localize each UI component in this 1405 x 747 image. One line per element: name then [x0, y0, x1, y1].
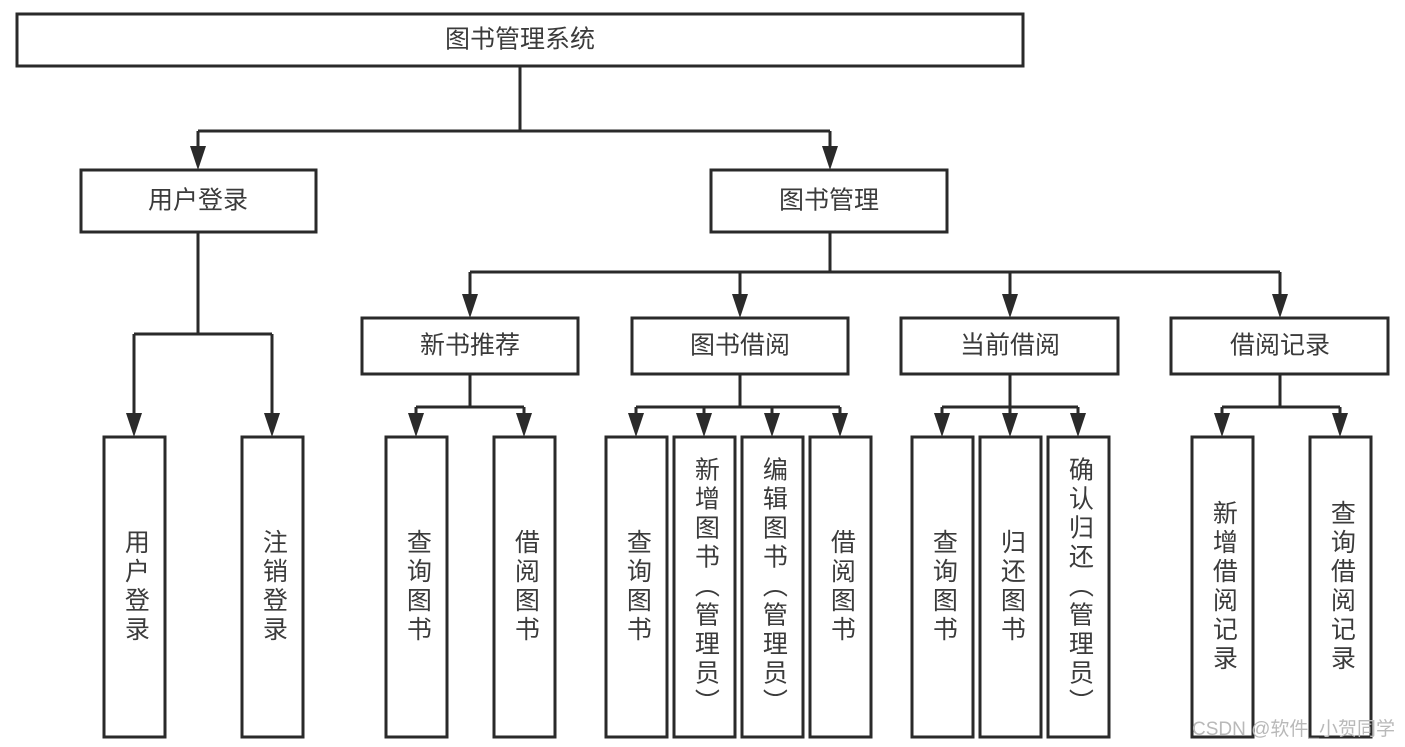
- node-leaf-confirm-return-box[interactable]: [1046, 435, 1111, 739]
- node-root[interactable]: 图书管理系统: [15, 12, 1025, 68]
- node-borrow-record-box[interactable]: [1169, 316, 1390, 376]
- node-user-login-box[interactable]: [79, 168, 318, 234]
- node-leaf-add-book-label: 新增图书（管理员）: [691, 457, 720, 718]
- node-leaf-query-book-3-label: 查询图书: [929, 529, 958, 645]
- node-book-manage-box[interactable]: [709, 168, 949, 234]
- arrow-head-icon: [696, 413, 712, 437]
- node-new-book-recommend[interactable]: 新书推荐: [360, 316, 580, 376]
- arrow-head-icon: [732, 294, 748, 318]
- node-leaf-add-book[interactable]: 新增图书（管理员）: [672, 435, 737, 739]
- node-leaf-add-record-label: 新增借阅记录: [1209, 500, 1238, 674]
- node-leaf-borrow-book-1-label: 借阅图书: [511, 529, 540, 645]
- node-leaf-add-record[interactable]: 新增借阅记录: [1190, 435, 1255, 739]
- arrow-head-icon: [832, 413, 848, 437]
- arrow-head-icon: [190, 146, 206, 170]
- node-book-borrow[interactable]: 图书借阅: [630, 316, 850, 376]
- node-leaf-edit-book[interactable]: 编辑图书（管理员）: [740, 435, 805, 739]
- node-book-manage-label: 图书管理: [779, 187, 879, 215]
- node-leaf-query-book-2-label: 查询图书: [623, 529, 652, 645]
- arrow-head-icon: [934, 413, 950, 437]
- node-leaf-logout[interactable]: 注销登录: [240, 435, 305, 739]
- arrow-head-icon: [1070, 413, 1086, 437]
- node-leaf-user-login-box[interactable]: [102, 435, 167, 739]
- arrow-head-icon: [462, 294, 478, 318]
- arrow-head-icon: [126, 413, 142, 437]
- node-leaf-add-book-box[interactable]: [672, 435, 737, 739]
- arrow-head-icon: [1272, 294, 1288, 318]
- node-leaf-borrow-book-2-label: 借阅图书: [827, 529, 856, 645]
- node-leaf-add-record-box[interactable]: [1190, 435, 1255, 739]
- node-leaf-borrow-book-2-box[interactable]: [808, 435, 873, 739]
- node-leaf-return-book-label: 归还图书: [997, 529, 1026, 645]
- arrow-head-icon: [1332, 413, 1348, 437]
- node-leaf-user-login[interactable]: 用户登录: [102, 435, 167, 739]
- node-leaf-borrow-book-1[interactable]: 借阅图书: [492, 435, 557, 739]
- arrow-head-icon: [1002, 294, 1018, 318]
- node-book-borrow-box[interactable]: [630, 316, 850, 376]
- arrow-head-icon: [408, 413, 424, 437]
- node-leaf-query-record-box[interactable]: [1308, 435, 1373, 739]
- node-leaf-borrow-book-1-box[interactable]: [492, 435, 557, 739]
- node-book-borrow-label: 图书借阅: [690, 332, 790, 360]
- node-user-login[interactable]: 用户登录: [79, 168, 318, 234]
- node-leaf-edit-book-label: 编辑图书（管理员）: [759, 457, 788, 718]
- arrow-head-icon: [516, 413, 532, 437]
- node-book-manage[interactable]: 图书管理: [709, 168, 949, 234]
- node-current-borrow[interactable]: 当前借阅: [899, 316, 1120, 376]
- node-leaf-query-book-1-box[interactable]: [384, 435, 449, 739]
- node-leaf-confirm-return[interactable]: 确认归还（管理员）: [1046, 435, 1111, 739]
- node-user-login-label: 用户登录: [148, 187, 248, 215]
- node-leaf-logout-box[interactable]: [240, 435, 305, 739]
- node-leaf-return-book[interactable]: 归还图书: [978, 435, 1043, 739]
- arrow-head-icon: [1214, 413, 1230, 437]
- node-leaf-query-book-2-box[interactable]: [604, 435, 669, 739]
- node-root-box[interactable]: [15, 12, 1025, 68]
- node-leaf-query-book-3[interactable]: 查询图书: [910, 435, 975, 739]
- node-leaf-query-record[interactable]: 查询借阅记录: [1308, 435, 1373, 739]
- arrow-head-icon: [822, 146, 838, 170]
- node-leaf-query-book-2[interactable]: 查询图书: [604, 435, 669, 739]
- node-leaf-query-record-label: 查询借阅记录: [1327, 500, 1356, 674]
- node-leaf-borrow-book-2[interactable]: 借阅图书: [808, 435, 873, 739]
- node-leaf-return-book-box[interactable]: [978, 435, 1043, 739]
- arrow-head-icon: [264, 413, 280, 437]
- connector-group: [126, 66, 1348, 437]
- arrow-head-icon: [1002, 413, 1018, 437]
- node-leaf-query-book-3-box[interactable]: [910, 435, 975, 739]
- node-leaf-edit-book-box[interactable]: [740, 435, 805, 739]
- node-current-borrow-box[interactable]: [899, 316, 1120, 376]
- node-leaf-query-book-1-label: 查询图书: [403, 529, 432, 645]
- node-root-label: 图书管理系统: [445, 26, 595, 54]
- arrow-head-icon: [764, 413, 780, 437]
- node-borrow-record-label: 借阅记录: [1230, 332, 1330, 360]
- node-leaf-query-book-1[interactable]: 查询图书: [384, 435, 449, 739]
- csdn-watermark: CSDN @软件_小贺同学: [1192, 719, 1395, 740]
- node-new-book-recommend-box[interactable]: [360, 316, 580, 376]
- node-leaf-user-login-label: 用户登录: [121, 529, 150, 645]
- arrow-head-icon: [628, 413, 644, 437]
- node-leaf-confirm-return-label: 确认归还（管理员）: [1065, 457, 1094, 718]
- node-new-book-recommend-label: 新书推荐: [420, 332, 520, 360]
- node-current-borrow-label: 当前借阅: [960, 332, 1060, 360]
- node-leaf-logout-label: 注销登录: [259, 529, 288, 645]
- node-borrow-record[interactable]: 借阅记录: [1169, 316, 1390, 376]
